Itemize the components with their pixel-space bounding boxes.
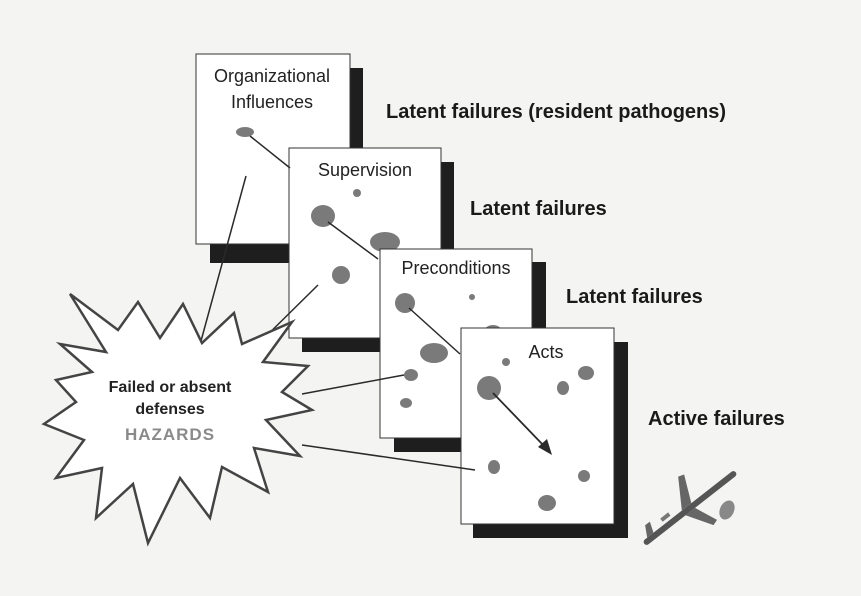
accident-trajectory [249,135,552,455]
hazards-starburst: Failed or absent defenses HAZARDS [41,293,316,547]
side-label-acts: Active failures [648,408,785,430]
hole [578,366,594,380]
layer-label-preconditions: Preconditions [401,258,510,278]
burst-line1: Failed or absent [109,379,232,396]
hole [236,127,254,137]
hole [370,232,400,252]
trajectory-segment [492,392,546,448]
side-label-organizational: Latent failures (resident pathogens) [386,101,726,123]
airplane-wing [678,474,692,511]
hole [469,294,475,300]
hole [557,381,569,395]
burst-line2: defenses [135,401,204,418]
hole [538,495,556,511]
crashing-airplane-icon [643,471,737,545]
burst-hazards: HAZARDS [125,425,215,444]
side-label-preconditions: Latent failures [566,286,703,308]
hole [502,358,510,366]
airplane-engine [660,512,671,522]
trajectory-segment [327,221,379,260]
trajectory-segment [249,135,291,169]
hole [420,343,448,363]
layer-label-organizational-line1: Organizational [214,66,330,86]
side-label-supervision: Latent failures [470,198,607,220]
layer-label-supervision: Supervision [318,160,412,180]
hole [404,369,418,381]
connector-line [301,444,476,471]
hole [400,398,412,408]
layer-card [460,327,615,525]
layer-label-organizational-line2: Influences [231,92,313,112]
airplane-fuselage [643,471,737,545]
hole [578,470,590,482]
airplane-shadow [719,500,735,520]
airplane-tail [645,521,654,538]
layer-label-acts: Acts [528,342,563,362]
layer-acts: Acts [460,327,628,538]
hole [311,205,335,227]
trajectory-segment [408,307,461,355]
airplane-wing [685,507,718,526]
hole [488,460,500,474]
connector-line [197,175,247,353]
arrowhead-icon [538,439,552,455]
hole [353,189,361,197]
starburst-shape [41,293,316,547]
hole [332,266,350,284]
connector-line [301,374,405,395]
